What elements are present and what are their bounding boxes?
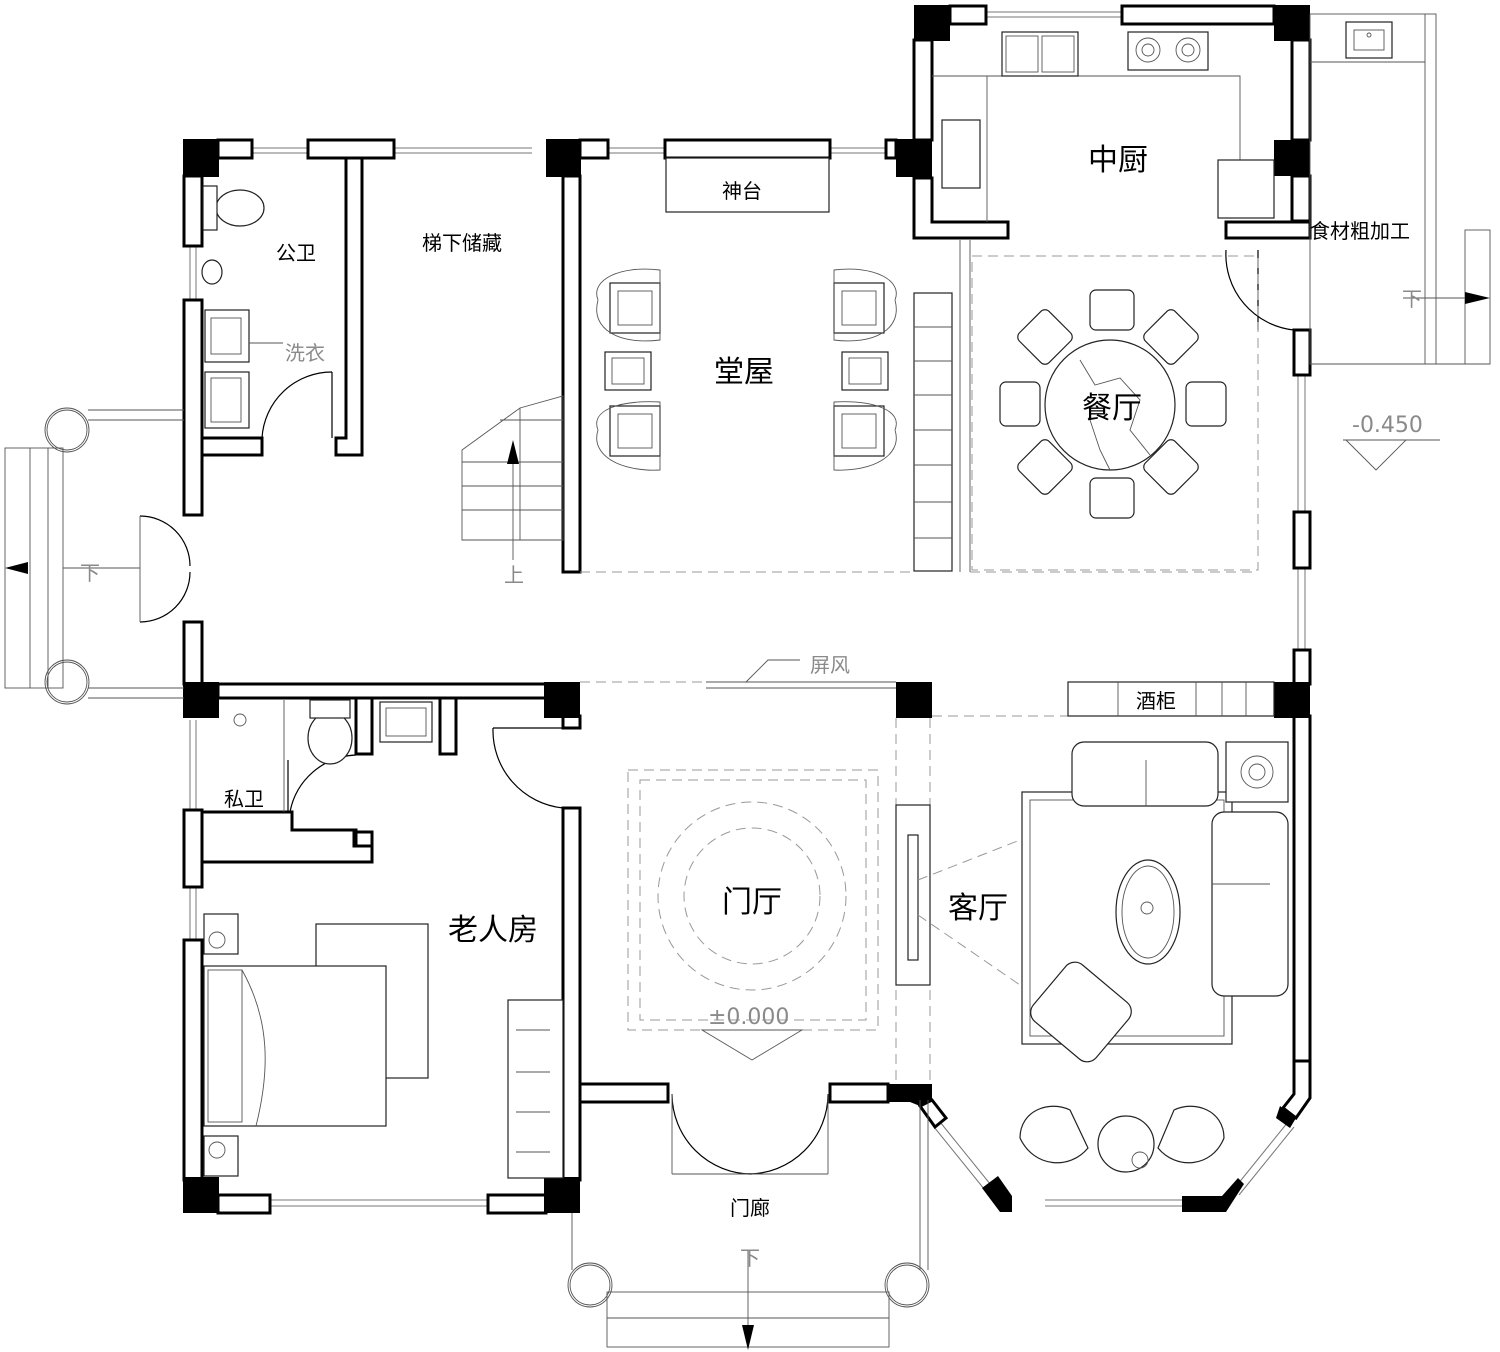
elevation-inside: ±0.000 [708,1005,789,1030]
elevation-outside-marker [1343,439,1440,471]
label-laundry: 洗衣 [285,341,325,365]
dining-chairs [999,289,1227,519]
label-foyer: 门厅 [722,885,782,920]
label-living: 客厅 [948,891,1008,926]
label-public-bath: 公卫 [276,241,316,265]
label-porch: 门廊 [730,1196,770,1220]
elevation-outside: -0.450 [1352,413,1423,438]
hall-chairs [596,268,897,471]
label-elder-room: 老人房 [448,913,538,948]
window-lines [189,11,1306,1207]
label-dining: 餐厅 [1082,391,1142,426]
columns [183,5,1310,1213]
label-wine-cabinet: 酒柜 [1136,689,1176,713]
exterior [4,13,1491,1350]
label-altar: 神台 [722,179,762,203]
label-screen: 屏风 [810,653,850,677]
furniture [201,31,1289,1179]
label-steps-down-left: 下 [80,561,100,585]
label-steps-down-bottom: 下 [740,1246,760,1270]
label-private-bath: 私卫 [224,787,264,811]
room-labels: 公卫 梯下储藏 洗衣 神台 堂屋 中厨 食材粗加工 餐厅 屏风 酒柜 私卫 老人… [80,143,1423,1270]
label-main-hall: 堂屋 [714,355,774,390]
label-steps-down-right: 下 [1402,287,1422,311]
label-under-stair-storage: 梯下储藏 [422,231,502,255]
label-food-prep: 食材粗加工 [1310,219,1410,243]
label-stair-up: 上 [504,563,524,587]
label-kitchen: 中厨 [1088,143,1148,178]
